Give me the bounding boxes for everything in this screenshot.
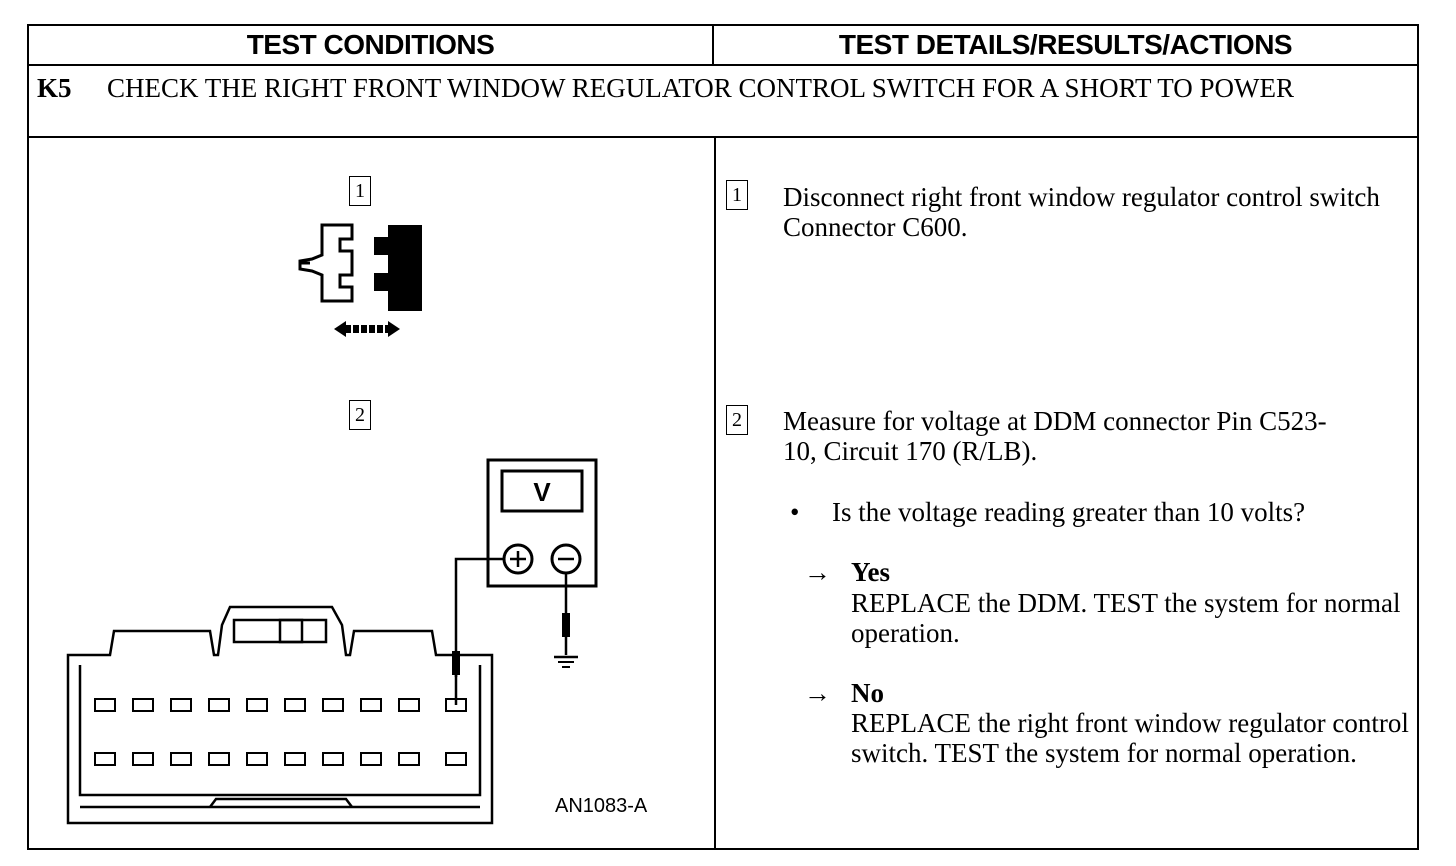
table-header: TEST CONDITIONS TEST DETAILS/RESULTS/ACT… (29, 26, 1417, 66)
yes-action: REPLACE the DDM. TEST the system for nor… (851, 588, 1401, 648)
question-text: Is the voltage reading greater than 10 v… (832, 497, 1306, 527)
figure-code: AN1083-A (555, 795, 648, 817)
condition-step-2-number: 2 (349, 400, 371, 430)
test-table: TEST CONDITIONS TEST DETAILS/RESULTS/ACT… (27, 24, 1419, 850)
header-test-conditions: TEST CONDITIONS (29, 26, 714, 64)
step-heading: K5 CHECK THE RIGHT FRONT WINDOW REGULATO… (29, 66, 1417, 138)
header-test-details: TEST DETAILS/RESULTS/ACTIONS (838, 29, 1293, 60)
ddm-connector (66, 605, 494, 825)
condition-step-1-number: 1 (349, 176, 371, 206)
no-action: REPLACE the right front window regulator… (851, 708, 1409, 768)
detail-step-2-text: Measure for voltage at DDM connector Pin… (783, 406, 1327, 466)
detail-step-1-number: 1 (726, 180, 748, 210)
voltmeter-display (500, 469, 584, 513)
connector-pins (94, 698, 467, 766)
no-arrow-icon: → (804, 678, 831, 708)
voltmeter-label: V (533, 477, 551, 507)
detail-step-2-number: 2 (726, 405, 748, 435)
connector-disconnect-illustration (298, 223, 422, 337)
connector-half-solid (374, 225, 422, 311)
step-title: CHECK THE RIGHT FRONT WINDOW REGULATOR C… (107, 73, 1294, 103)
question-bullet: • (790, 497, 800, 527)
positive-lead (454, 557, 504, 677)
voltmeter-body (486, 458, 598, 588)
voltmeter-connector-illustration: V (66, 458, 598, 825)
detail-step-1-text: Disconnect right front window regulator … (783, 182, 1380, 242)
ground-icon (554, 655, 578, 668)
yes-arrow-icon: → (804, 557, 831, 587)
connector-half-open (298, 223, 354, 303)
yes-label: Yes (851, 557, 890, 587)
column-divider (714, 138, 716, 850)
step-id: K5 (37, 73, 72, 103)
no-label: No (851, 678, 884, 708)
disconnect-arrow-icon (334, 321, 400, 337)
